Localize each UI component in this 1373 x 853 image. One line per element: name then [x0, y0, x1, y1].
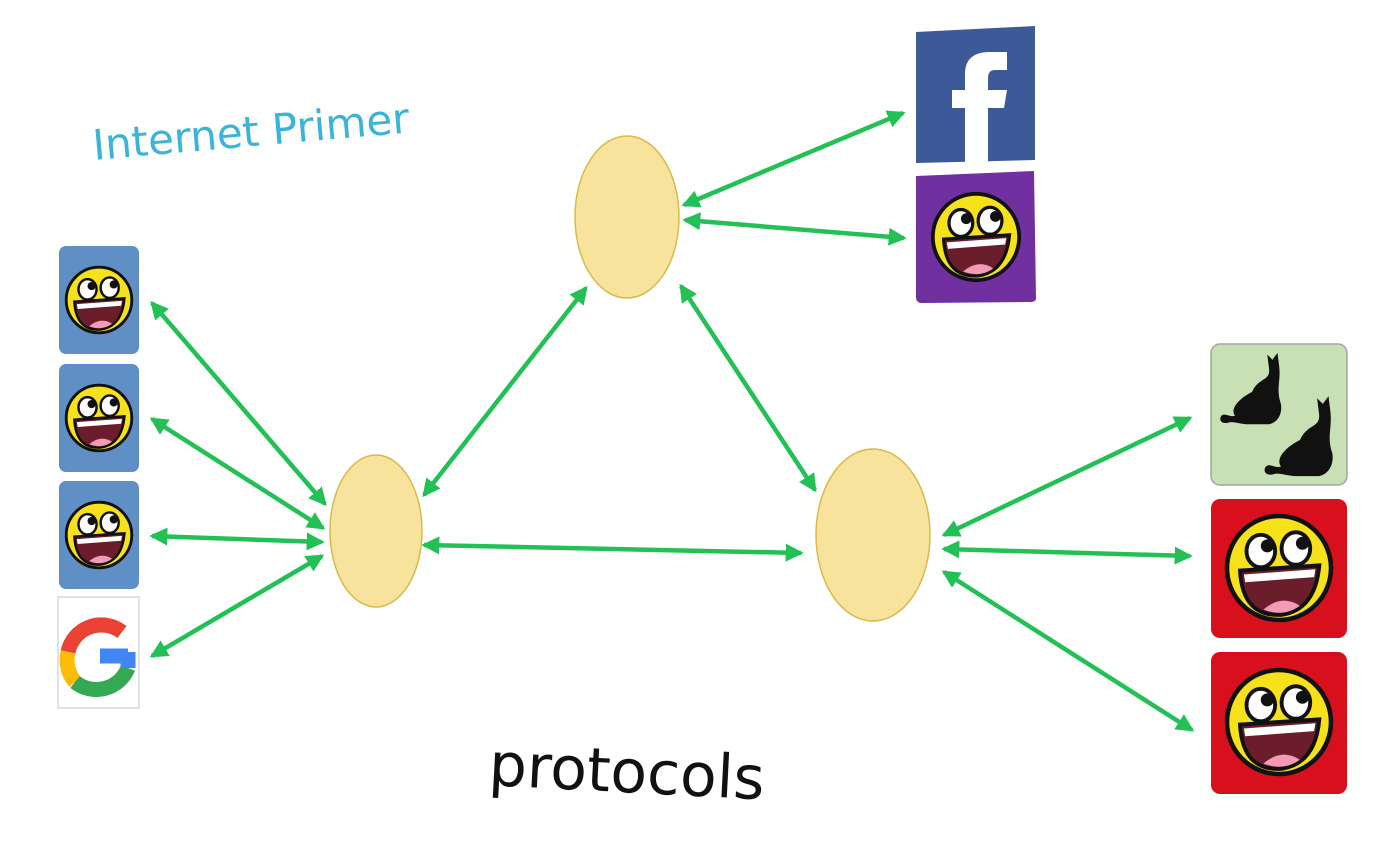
server-cats: [1210, 343, 1348, 486]
top-server-group: [916, 26, 1036, 303]
awesome-face-icon: [930, 191, 1022, 283]
server-purple: [916, 171, 1036, 303]
awesome-face-icon: [1227, 670, 1331, 774]
link-router-purple-server: [682, 212, 907, 246]
slide-caption: protocols: [487, 730, 766, 814]
routers: [329, 135, 931, 622]
server-red-1: [1211, 499, 1347, 638]
client-google: [57, 596, 140, 709]
link-client3-router: [149, 527, 325, 551]
link-left-right-router: [421, 536, 804, 562]
server-red-2: [1211, 652, 1347, 794]
google-icon: [59, 617, 136, 698]
link-router-red-server-2: [941, 570, 1195, 732]
link-client2-router: [149, 417, 326, 530]
awesome-face-icon: [1227, 516, 1331, 620]
awesome-face-icon: [64, 265, 134, 335]
link-router-facebook: [681, 110, 906, 208]
facebook-icon: [952, 52, 1007, 162]
link-router-cats: [941, 415, 1193, 538]
link-router-red-server-1: [941, 540, 1193, 565]
awesome-face-icon: [64, 500, 134, 570]
link-google-router: [149, 554, 325, 658]
server-facebook: [916, 26, 1035, 163]
slide-title: Internet Primer: [91, 93, 412, 170]
client-group: [57, 246, 140, 709]
router-left: [329, 454, 423, 608]
awesome-face-icon: [64, 383, 134, 453]
right-server-group: [1210, 343, 1348, 794]
client-2: [59, 364, 139, 472]
router-right: [815, 448, 931, 622]
link-top-right-router: [679, 283, 817, 493]
connection-arrows: [149, 110, 1195, 732]
client-1: [59, 246, 139, 354]
client-3: [59, 481, 139, 589]
router-top: [574, 135, 680, 299]
link-left-top-router: [422, 285, 588, 498]
